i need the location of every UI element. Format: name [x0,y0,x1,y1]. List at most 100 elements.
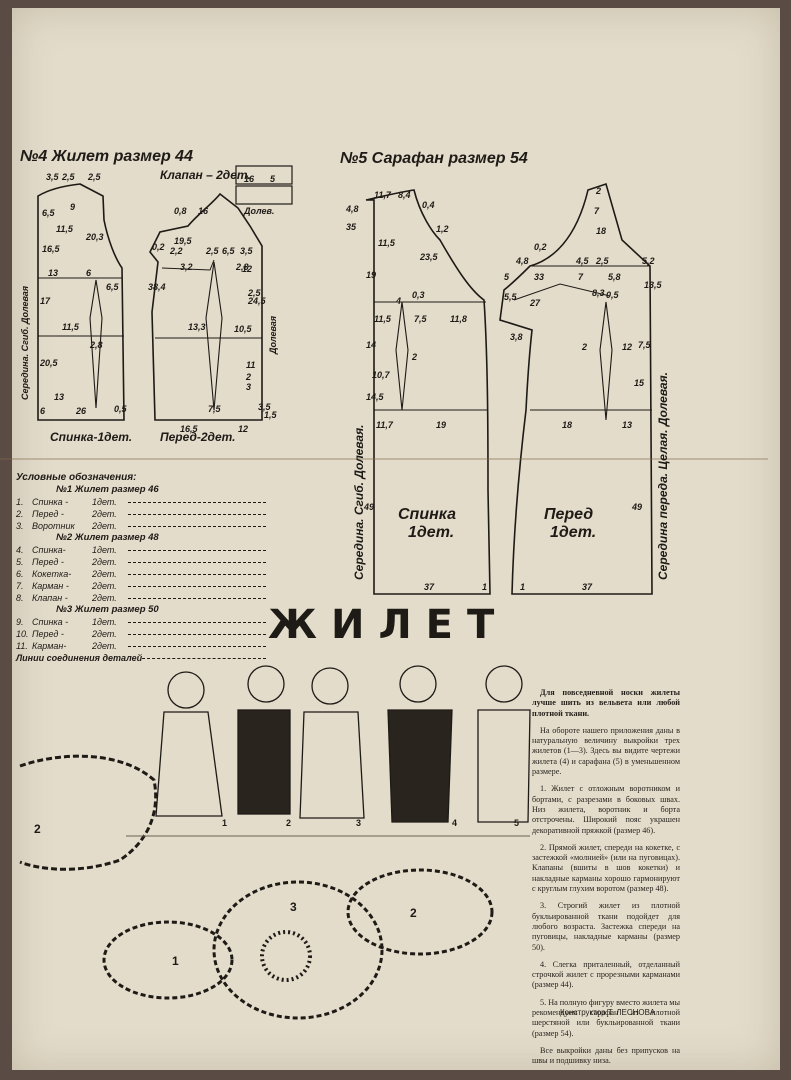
measurement-label: 3,8 [510,332,523,342]
legend-group-title: №1 Жилет размер 46 [56,484,159,495]
measurement-label: 2,5 [88,172,101,182]
measurement-label: 1 [482,582,488,592]
measurement-label: 4,8 [346,204,359,214]
pattern5-front-fold: Середина переда. Целая. Долевая. [656,372,670,580]
measurement-label: 11,5 [62,322,79,332]
legend-line-sample [128,573,266,575]
measurement-label: 19 [366,270,377,280]
vest4-front-outline [149,192,263,421]
pattern4-title: №4 Жилет размер 44 [20,148,193,165]
applique-number-2a: 2 [34,822,41,836]
figure-number-3: 3 [356,818,362,828]
pattern5-front-count: 1дет. [550,524,597,541]
measurement-label: 2,5 [248,288,261,298]
measurement-label: 12 [622,342,633,352]
legend-item: 4.Спинка-1дет. [16,544,266,556]
legend-item-number: 2. [16,509,24,519]
measurement-label: 12 [242,264,253,274]
pattern4-flap-grain: Долев. [244,206,275,216]
measurement-label: 18 [596,226,607,236]
measurement-label: 0,5 [114,404,127,414]
measurement-label: 24,5 [248,296,266,306]
legend-item: 5. Перед - 2дет. [16,556,266,568]
measurement-label: 0,2 [534,242,547,252]
legend-item: 10.Перед -2дет. [16,628,266,640]
legend-item-name: Перед - [32,557,64,567]
measurement-label: 2 [582,342,588,352]
measurement-label: 10,7 [372,370,390,380]
sarafan5-front-outline [499,182,653,595]
measurement-label: 11,7 [374,190,391,200]
legend-item-count: 2дет. [92,509,117,519]
measurement-label: 0,4 [422,200,435,210]
figure-number-2: 2 [286,818,292,828]
measurement-label: 1 [520,582,526,592]
measurement-label: 13,5 [644,280,662,290]
measurement-label: 19,5 [174,236,192,246]
measurement-label: 35 [346,222,357,232]
figure-1-head [167,671,205,709]
legend-item-count: 2дет. [92,581,117,591]
measurement-label: 2 [246,372,252,382]
legend-item-number: 11. [16,641,28,651]
fold-line [0,458,768,460]
measurement-label: 33 [534,272,545,282]
author-credit: Конструктор Т. ЛЕСНОВА [560,1008,656,1017]
measurement-label: 49 [632,502,643,512]
figure-5-head [485,665,523,703]
figure-4-head [399,665,437,703]
measurement-label: 20,5 [40,358,58,368]
legend-item: 9.Спинка -1дет. [16,616,266,628]
measurement-label: 2,8 [236,262,249,272]
pattern4-front-caption: Перед-2дет. [160,430,236,444]
measurement-label: 11,5 [56,224,73,234]
measurement-label: 49 [364,502,375,512]
measurement-label: 5,2 [642,256,655,266]
legend-item-number: 6. [16,569,24,579]
measurement-label: 2 [412,352,418,362]
measurement-label: 13 [622,420,633,430]
legend-item-number: 10. [16,629,29,639]
legend-item-number: 3. [16,521,24,531]
legend-item-count: 1дет. [92,545,117,555]
legend-item-number: 5. [16,557,24,567]
vest4-back-outline [37,183,125,421]
legend-line-sample [128,561,266,563]
pattern5-back-count: 1дет. [408,524,455,541]
pattern4-back-caption: Спинка-1дет. [50,430,133,444]
legend-item-name: Перед - [32,509,64,519]
measurement-label: 17 [40,296,51,306]
pattern5-back-caption: Спинка [398,506,456,523]
pattern4-back-fold: Середина. Сгиб. Долевая [20,285,30,400]
legend-item-name: Карман - [32,581,69,591]
measurement-label: 8,3 [592,288,605,298]
measurement-label: 20,3 [86,232,104,242]
legend-line-sample [128,525,266,527]
measurement-label: 15 [634,378,645,388]
measurement-label: 37 [582,582,593,592]
article-p4: 4. Слегка приталенный, отделанный строчк… [532,959,680,990]
measurement-label: 0,3 [412,290,425,300]
legend-joins-row: Линии соединения деталей [16,652,266,664]
measurement-label: 6 [86,268,92,278]
measurement-label: 0,2 [152,242,165,252]
figure-number-5: 5 [514,818,520,828]
measurement-label: 37 [424,582,435,592]
measurement-label: 16,5 [42,244,60,254]
measurement-label: 3 [246,382,252,392]
applique-number-3: 3 [290,900,297,914]
measurement-label: 1,5 [264,410,277,420]
measurement-label: 13 [48,268,59,278]
measurement-label: 16 [198,206,209,216]
figure-3-head [311,667,349,705]
measurement-label: 16 [244,174,255,184]
applique-2 [346,868,494,956]
pattern4-flap-label: Клапан – 2дет. [160,168,251,182]
legend-item-count: 2дет. [92,557,117,567]
measurement-label: 11,7 [376,420,393,430]
legend-item-name: Спинка - [32,497,69,507]
measurement-label: 5,5 [504,292,517,302]
legend-line-sample [128,597,266,599]
measurement-label: 4 [396,296,402,306]
